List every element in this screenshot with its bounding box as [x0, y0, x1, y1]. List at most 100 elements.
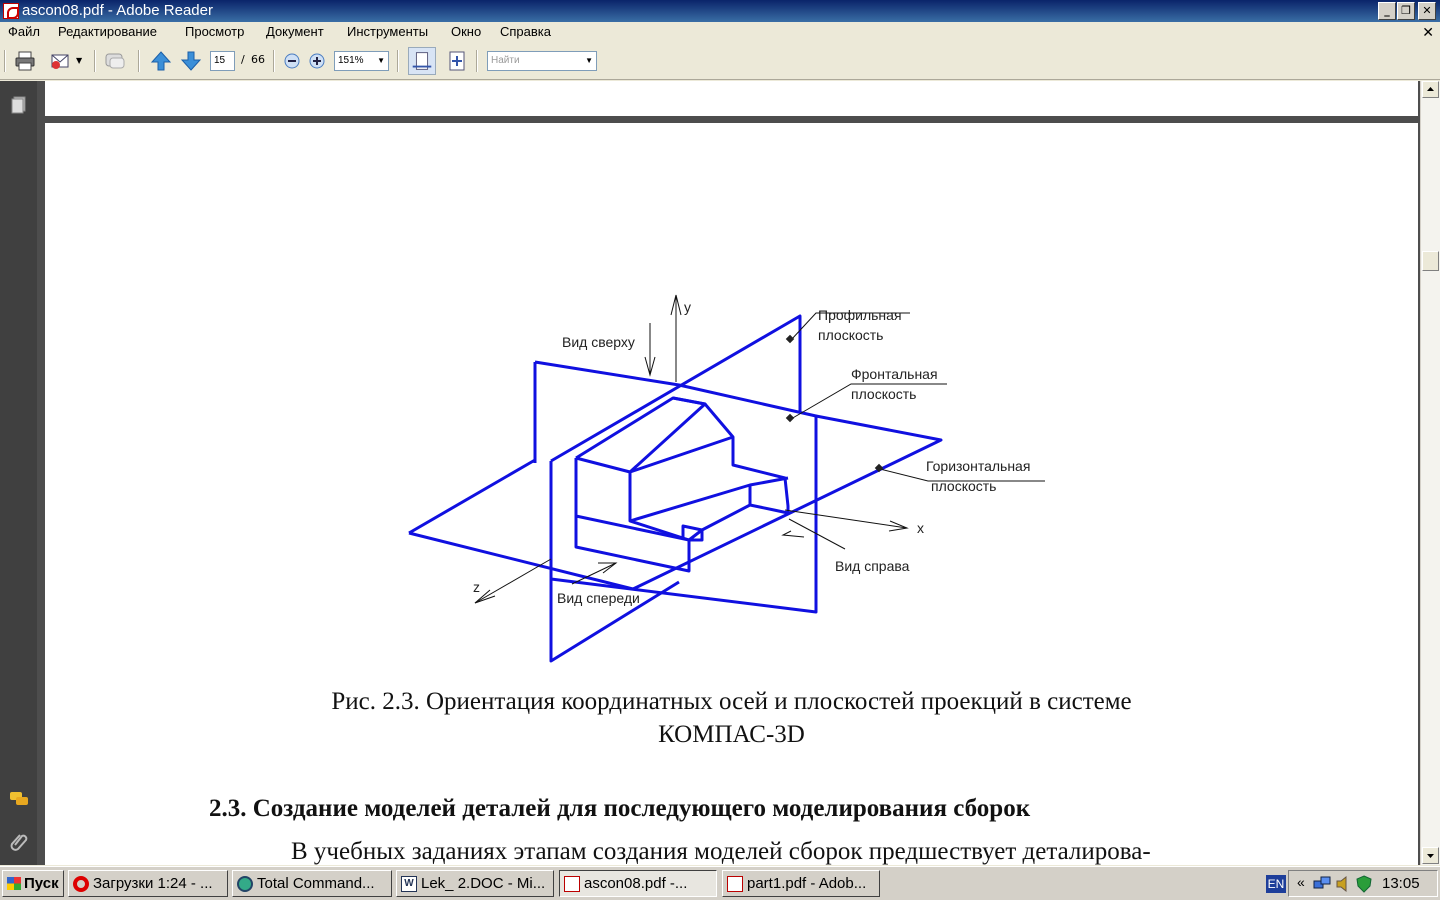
task-label: Lek_ 2.DOC - Mi...	[421, 875, 546, 892]
task-word[interactable]: W Lek_ 2.DOC - Mi...	[396, 870, 554, 897]
page-separator: /	[241, 53, 245, 66]
toolbar-separator	[476, 50, 478, 72]
toolbar-grip	[4, 50, 6, 72]
search-input[interactable]: Найти ▼	[487, 51, 597, 71]
search-dropdown-icon[interactable]: ▼	[585, 56, 593, 65]
frontal-plane-leader	[790, 383, 947, 420]
previous-page-icon[interactable]	[150, 50, 172, 72]
zoom-in-icon[interactable]	[306, 50, 328, 72]
zoom-dropdown-icon[interactable]: ▼	[377, 56, 385, 65]
right-view-label: Вид справа	[835, 558, 910, 574]
z-axis	[474, 558, 552, 604]
previous-page	[45, 81, 1418, 116]
x-axis	[784, 509, 908, 529]
frontal-plane-label-1: Фронтальная	[851, 366, 938, 382]
pages-icon[interactable]	[9, 95, 29, 115]
y-axis-arrow	[670, 294, 682, 316]
profile-plane-label-1: Профильная	[818, 307, 902, 323]
comments-icon[interactable]	[9, 789, 29, 809]
zoom-level-select[interactable]: 151% ▼	[334, 51, 389, 71]
projection-planes-figure	[408, 294, 1045, 663]
menu-help[interactable]: Справка	[500, 24, 551, 39]
language-indicator[interactable]: EN	[1266, 875, 1286, 893]
email-dropdown-icon[interactable]: ▼	[76, 56, 83, 65]
volume-icon[interactable]	[1335, 875, 1353, 893]
network-icon[interactable]	[1313, 875, 1331, 893]
pdf-page: y Вид сверху Профильная плоскость Фронта…	[45, 123, 1418, 865]
adobe-reader-icon	[3, 3, 19, 19]
horizontal-plane-marker	[874, 463, 884, 473]
paragraph-text: В учебных заданиях этапам создания модел…	[291, 838, 1151, 865]
part-outline	[628, 396, 707, 474]
horizontal-plane-label-2: плоскость	[931, 478, 997, 494]
menu-document[interactable]: Документ	[266, 24, 324, 39]
menu-window[interactable]: Окно	[451, 24, 482, 39]
navigation-panel	[0, 81, 37, 865]
zoom-out-icon[interactable]	[281, 50, 303, 72]
profile-plane-outline	[549, 314, 802, 663]
start-button[interactable]: Пуск	[2, 870, 64, 897]
shield-icon[interactable]	[1355, 875, 1373, 893]
menu-view[interactable]: Просмотр	[185, 24, 245, 39]
x-axis-arrow	[888, 520, 909, 532]
top-view-label: Вид сверху	[562, 334, 635, 350]
horizontal-plane-leader	[879, 468, 1045, 482]
menu-edit[interactable]: Редактирование	[58, 24, 158, 39]
document-viewport[interactable]: y Вид сверху Профильная плоскость Фронта…	[37, 81, 1420, 865]
page-total: 66	[251, 53, 265, 66]
email-icon[interactable]	[50, 50, 72, 72]
document-close-button[interactable]: ✕	[1422, 24, 1434, 40]
window-title: ascon08.pdf - Adobe Reader	[22, 2, 213, 19]
scroll-thumb[interactable]	[1422, 251, 1439, 271]
scroll-up-button[interactable]	[1422, 81, 1439, 98]
zoom-level-value: 151%	[338, 55, 364, 66]
fit-width-icon[interactable]	[408, 47, 436, 75]
frontal-plane-label-2: плоскость	[851, 386, 917, 402]
toolbar-separator	[138, 50, 140, 72]
task-opera[interactable]: Загрузки 1:24 - ...	[68, 870, 228, 897]
menu-file[interactable]: Файл	[8, 24, 40, 39]
opera-icon	[73, 876, 89, 892]
task-total-commander[interactable]: Total Command...	[232, 870, 392, 897]
part-outline	[629, 476, 789, 523]
page-number-input[interactable]: 15	[210, 51, 235, 71]
search-placeholder: Найти	[491, 55, 520, 66]
toolbar-separator	[273, 50, 275, 72]
menu-tools[interactable]: Инструменты	[347, 24, 429, 39]
right-view-arrow	[788, 518, 846, 550]
start-label: Пуск	[24, 875, 59, 892]
toolbar-separator	[397, 50, 399, 72]
right-view-arrowhead	[781, 530, 805, 538]
scroll-down-icon	[1427, 854, 1434, 858]
top-view-arrowhead	[644, 356, 656, 377]
section-heading: 2.3. Создание моделей деталей для послед…	[209, 795, 1031, 822]
taskbar: Пуск Загрузки 1:24 - ... Total Command..…	[0, 866, 1440, 900]
toolbar-separator	[94, 50, 96, 72]
y-axis-label: y	[684, 299, 691, 315]
vertical-scrollbar[interactable]	[1420, 81, 1440, 865]
clock[interactable]: 13:05	[1382, 875, 1420, 892]
total-commander-icon	[237, 876, 253, 892]
figure-caption-line2: КОМПАС-3D	[658, 721, 805, 748]
minimize-button[interactable]: _	[1378, 2, 1396, 20]
x-axis-label: x	[917, 520, 924, 536]
window-titlebar[interactable]: ascon08.pdf - Adobe Reader _ ❐ ✕	[0, 0, 1440, 22]
restore-button[interactable]: ❐	[1397, 2, 1415, 20]
tray-expand-button[interactable]: «	[1297, 874, 1305, 890]
part-outline	[575, 396, 790, 540]
fit-page-icon[interactable]	[446, 50, 468, 72]
menu-bar: Файл Редактирование Просмотр Документ Ин…	[0, 22, 1440, 42]
comment-icon[interactable]	[104, 50, 126, 72]
close-button[interactable]: ✕	[1418, 2, 1436, 20]
task-ascon08-pdf[interactable]: ascon08.pdf -...	[559, 870, 717, 897]
frontal-plane-outline	[533, 360, 818, 614]
attachments-icon[interactable]	[9, 831, 29, 851]
pdf-icon	[564, 876, 580, 892]
task-label: ascon08.pdf -...	[584, 875, 688, 892]
print-icon[interactable]	[14, 50, 36, 72]
task-label: Загрузки 1:24 - ...	[93, 875, 213, 892]
task-part1-pdf[interactable]: part1.pdf - Adob...	[722, 870, 880, 897]
profile-plane-marker	[785, 334, 795, 344]
scroll-down-button[interactable]	[1422, 847, 1439, 864]
next-page-icon[interactable]	[180, 50, 202, 72]
